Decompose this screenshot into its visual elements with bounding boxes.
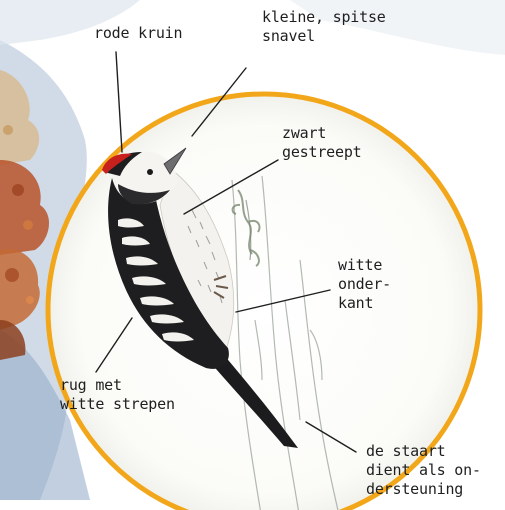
- label-underside-line1: witte: [338, 256, 391, 275]
- label-red-crown: rode kruin: [94, 24, 182, 43]
- label-red-crown-text: rode kruin: [94, 24, 182, 42]
- label-tail: de staart dient als on- dersteuning: [366, 442, 481, 499]
- label-striped-line2: gestreept: [282, 143, 361, 162]
- label-underside-line2: onder-: [338, 275, 391, 294]
- label-back-line2: witte strepen: [60, 395, 175, 414]
- label-striped: zwart gestreept: [282, 124, 361, 162]
- label-beak: kleine, spitse snavel: [262, 8, 386, 46]
- label-back-line1: rug met: [60, 376, 175, 395]
- label-beak-line2: snavel: [262, 27, 386, 46]
- eye: [147, 169, 153, 175]
- leader-line-red-crown: [116, 52, 122, 152]
- label-striped-line1: zwart: [282, 124, 361, 143]
- label-back: rug met witte strepen: [60, 376, 175, 414]
- label-tail-line1: de staart: [366, 442, 481, 461]
- label-beak-line1: kleine, spitse: [262, 8, 386, 27]
- label-tail-line2: dient als on-: [366, 461, 481, 480]
- label-underside: witte onder- kant: [338, 256, 391, 313]
- label-tail-line3: dersteuning: [366, 480, 481, 499]
- label-underside-line3: kant: [338, 294, 391, 313]
